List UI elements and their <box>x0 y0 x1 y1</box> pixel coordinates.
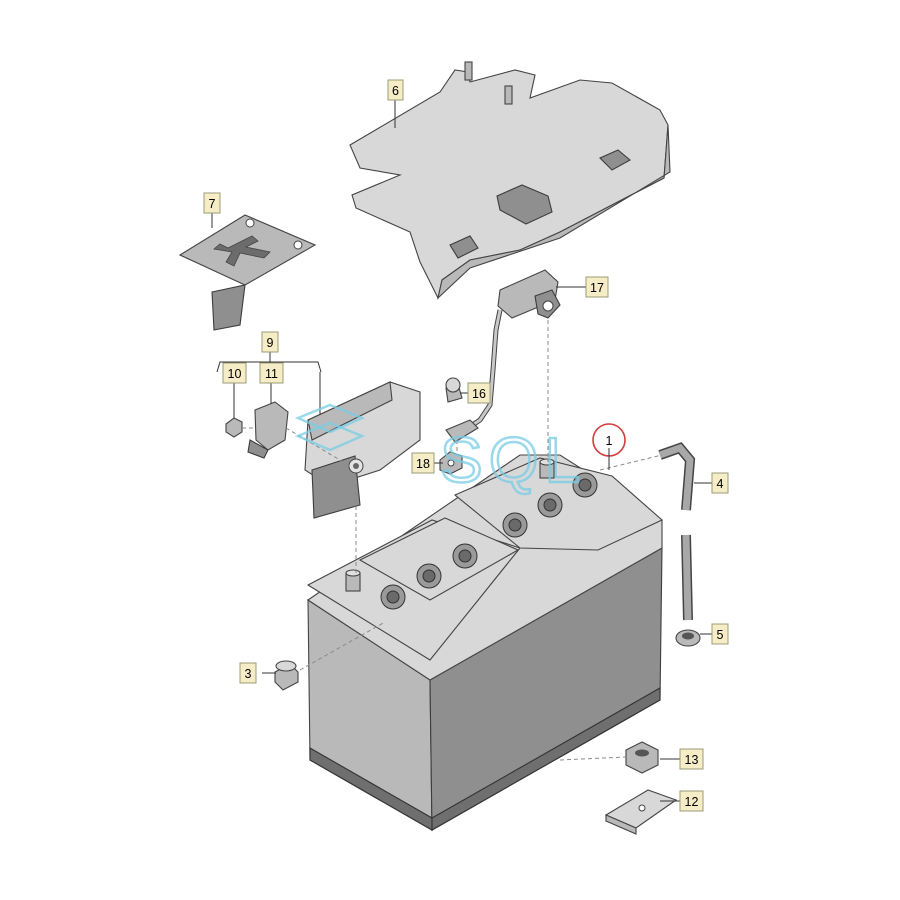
battery-part-1 <box>306 423 663 831</box>
callout-10: 10 <box>222 362 247 384</box>
callout-18: 18 <box>411 452 435 474</box>
bolt-part-16 <box>445 377 463 403</box>
watermark-text: SQL <box>440 424 586 496</box>
callout-7: 7 <box>203 192 221 214</box>
callout-10-label: 10 <box>228 367 242 381</box>
terminal-assembly-part-9 <box>304 381 421 519</box>
callout-13-real-label: 13 <box>685 753 699 767</box>
callout-6-label: 6 <box>392 84 399 98</box>
watermark: SQL <box>294 403 586 497</box>
callout-11: 11 <box>259 362 284 384</box>
watermark-logo-layer-icon <box>294 421 366 452</box>
callout-3-label: 3 <box>245 667 252 681</box>
callout-4-label: 4 <box>717 477 724 491</box>
clamp-part-12 <box>604 789 678 835</box>
assembly-guide-lines <box>242 320 663 761</box>
callout-4: 4 <box>711 472 729 494</box>
battery-cover-part-6 <box>349 61 671 300</box>
grommet-part-5 <box>675 629 701 647</box>
callout-5: 5 <box>711 623 729 645</box>
plus-bracket-part-7 <box>178 214 317 331</box>
callout-1-label: 1 <box>606 434 613 448</box>
callouts: 6 7 17 9 10 11 16 18 <box>203 79 729 812</box>
callout-1: 1 <box>606 434 613 448</box>
callout-3: 3 <box>239 662 257 684</box>
callout-12: 12 12 <box>679 790 704 812</box>
callout-5-label: 5 <box>717 628 724 642</box>
callout-16-label: 16 <box>472 387 486 401</box>
callout-leaders <box>211 100 712 802</box>
callout-11-label: 11 <box>265 367 278 381</box>
bolt-part-3 <box>274 660 299 691</box>
callout-12-real-label: 12 <box>685 795 699 809</box>
callout-9-label: 9 <box>267 336 274 350</box>
callout-17: 17 <box>585 276 609 298</box>
nut-part-18 <box>439 451 463 475</box>
sensor-cable-part-17 <box>445 269 561 443</box>
callout-6: 6 <box>387 79 404 101</box>
callout-17-label: 17 <box>590 281 604 295</box>
callout-9: 9 <box>261 331 279 353</box>
nut-part-13 <box>625 741 659 774</box>
connector-part-11 <box>247 401 289 459</box>
vent-hose-part-4 <box>658 442 696 621</box>
callout-13: 13 16 12 13 16 13 13 13 13 13 13 13 13 1… <box>679 748 704 770</box>
nut-part-10 <box>225 417 243 438</box>
callout-7-label: 7 <box>209 197 216 211</box>
callout-16: 16 <box>467 382 491 404</box>
callout-18-label: 18 <box>416 457 430 471</box>
